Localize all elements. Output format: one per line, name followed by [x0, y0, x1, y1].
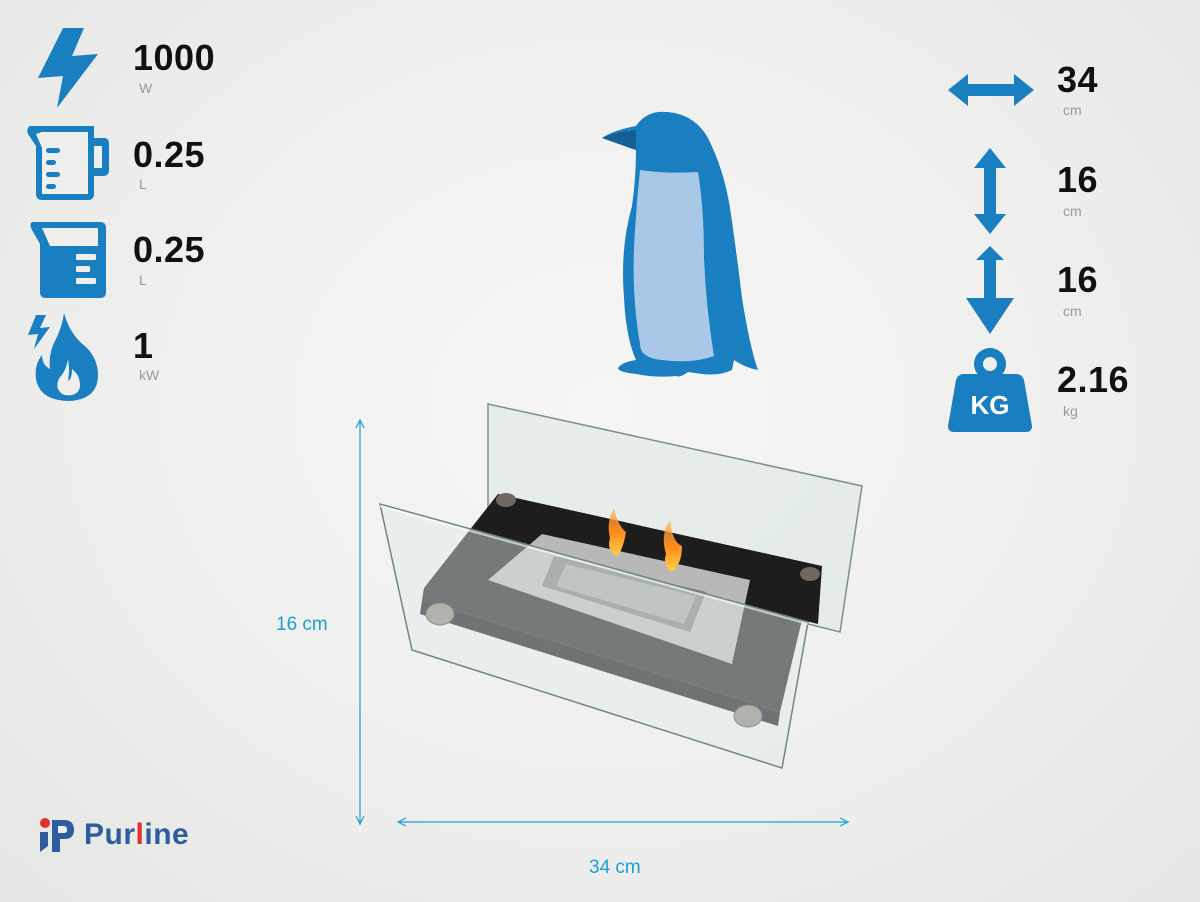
spec-value: 1000: [133, 37, 216, 78]
weight-kg-icon: KG: [948, 348, 1032, 432]
spec-tank-capacity: 0.25 L: [0, 210, 300, 310]
brand-name-part3: ine: [144, 818, 190, 851]
spec-water-capacity: 0.25 L: [0, 110, 300, 210]
spec-weight: KG 2.16 kg: [940, 340, 1180, 440]
fuel-tank-icon: [30, 222, 106, 298]
height-arrow-icon: [974, 148, 1006, 234]
spec-unit: kW: [139, 367, 160, 383]
spec-value: 1: [133, 325, 154, 366]
spec-value: 0.25: [133, 229, 206, 270]
spec-value: 0.25: [133, 134, 206, 175]
brand-name-part2: l: [135, 818, 145, 851]
spec-unit: kg: [1063, 403, 1078, 419]
brand-logo: Purline: [38, 816, 189, 854]
height-dimension-line: [355, 418, 365, 826]
spec-value: 16: [1057, 259, 1099, 300]
weight-icon-label: KG: [971, 390, 1010, 420]
measuring-jug-icon: [27, 126, 109, 200]
spec-unit: L: [139, 176, 147, 192]
width-dimension-line: [396, 817, 850, 827]
purline-logo-icon: [40, 818, 74, 852]
width-arrow-icon: [948, 74, 1034, 106]
lightning-bolt-icon: [38, 28, 98, 108]
spec-unit: L: [139, 272, 147, 288]
spec-unit: cm: [1063, 203, 1082, 219]
spec-unit: cm: [1063, 303, 1082, 319]
depth-arrow-icon: [966, 246, 1014, 334]
spec-unit: cm: [1063, 102, 1082, 118]
spec-value: 34: [1057, 59, 1099, 100]
width-dimension-label: 34 cm: [589, 857, 641, 878]
spec-depth: 16 cm: [940, 240, 1180, 340]
flame-power-icon: [28, 313, 98, 401]
spec-unit: W: [139, 80, 153, 96]
brand-name: Purline: [84, 818, 189, 852]
height-dimension-label: 16 cm: [276, 614, 328, 635]
spec-power: 1000 W: [0, 0, 300, 110]
spec-value: 16: [1057, 159, 1099, 200]
spec-heat-output: 1 kW: [0, 305, 300, 405]
fireplace-product-image: [379, 403, 863, 769]
penguin-size-reference: [602, 111, 758, 377]
spec-value: 2.16: [1057, 359, 1130, 400]
spec-height: 16 cm: [940, 140, 1180, 240]
spec-width: 34 cm: [940, 50, 1180, 130]
brand-name-part1: Pur: [84, 818, 136, 851]
